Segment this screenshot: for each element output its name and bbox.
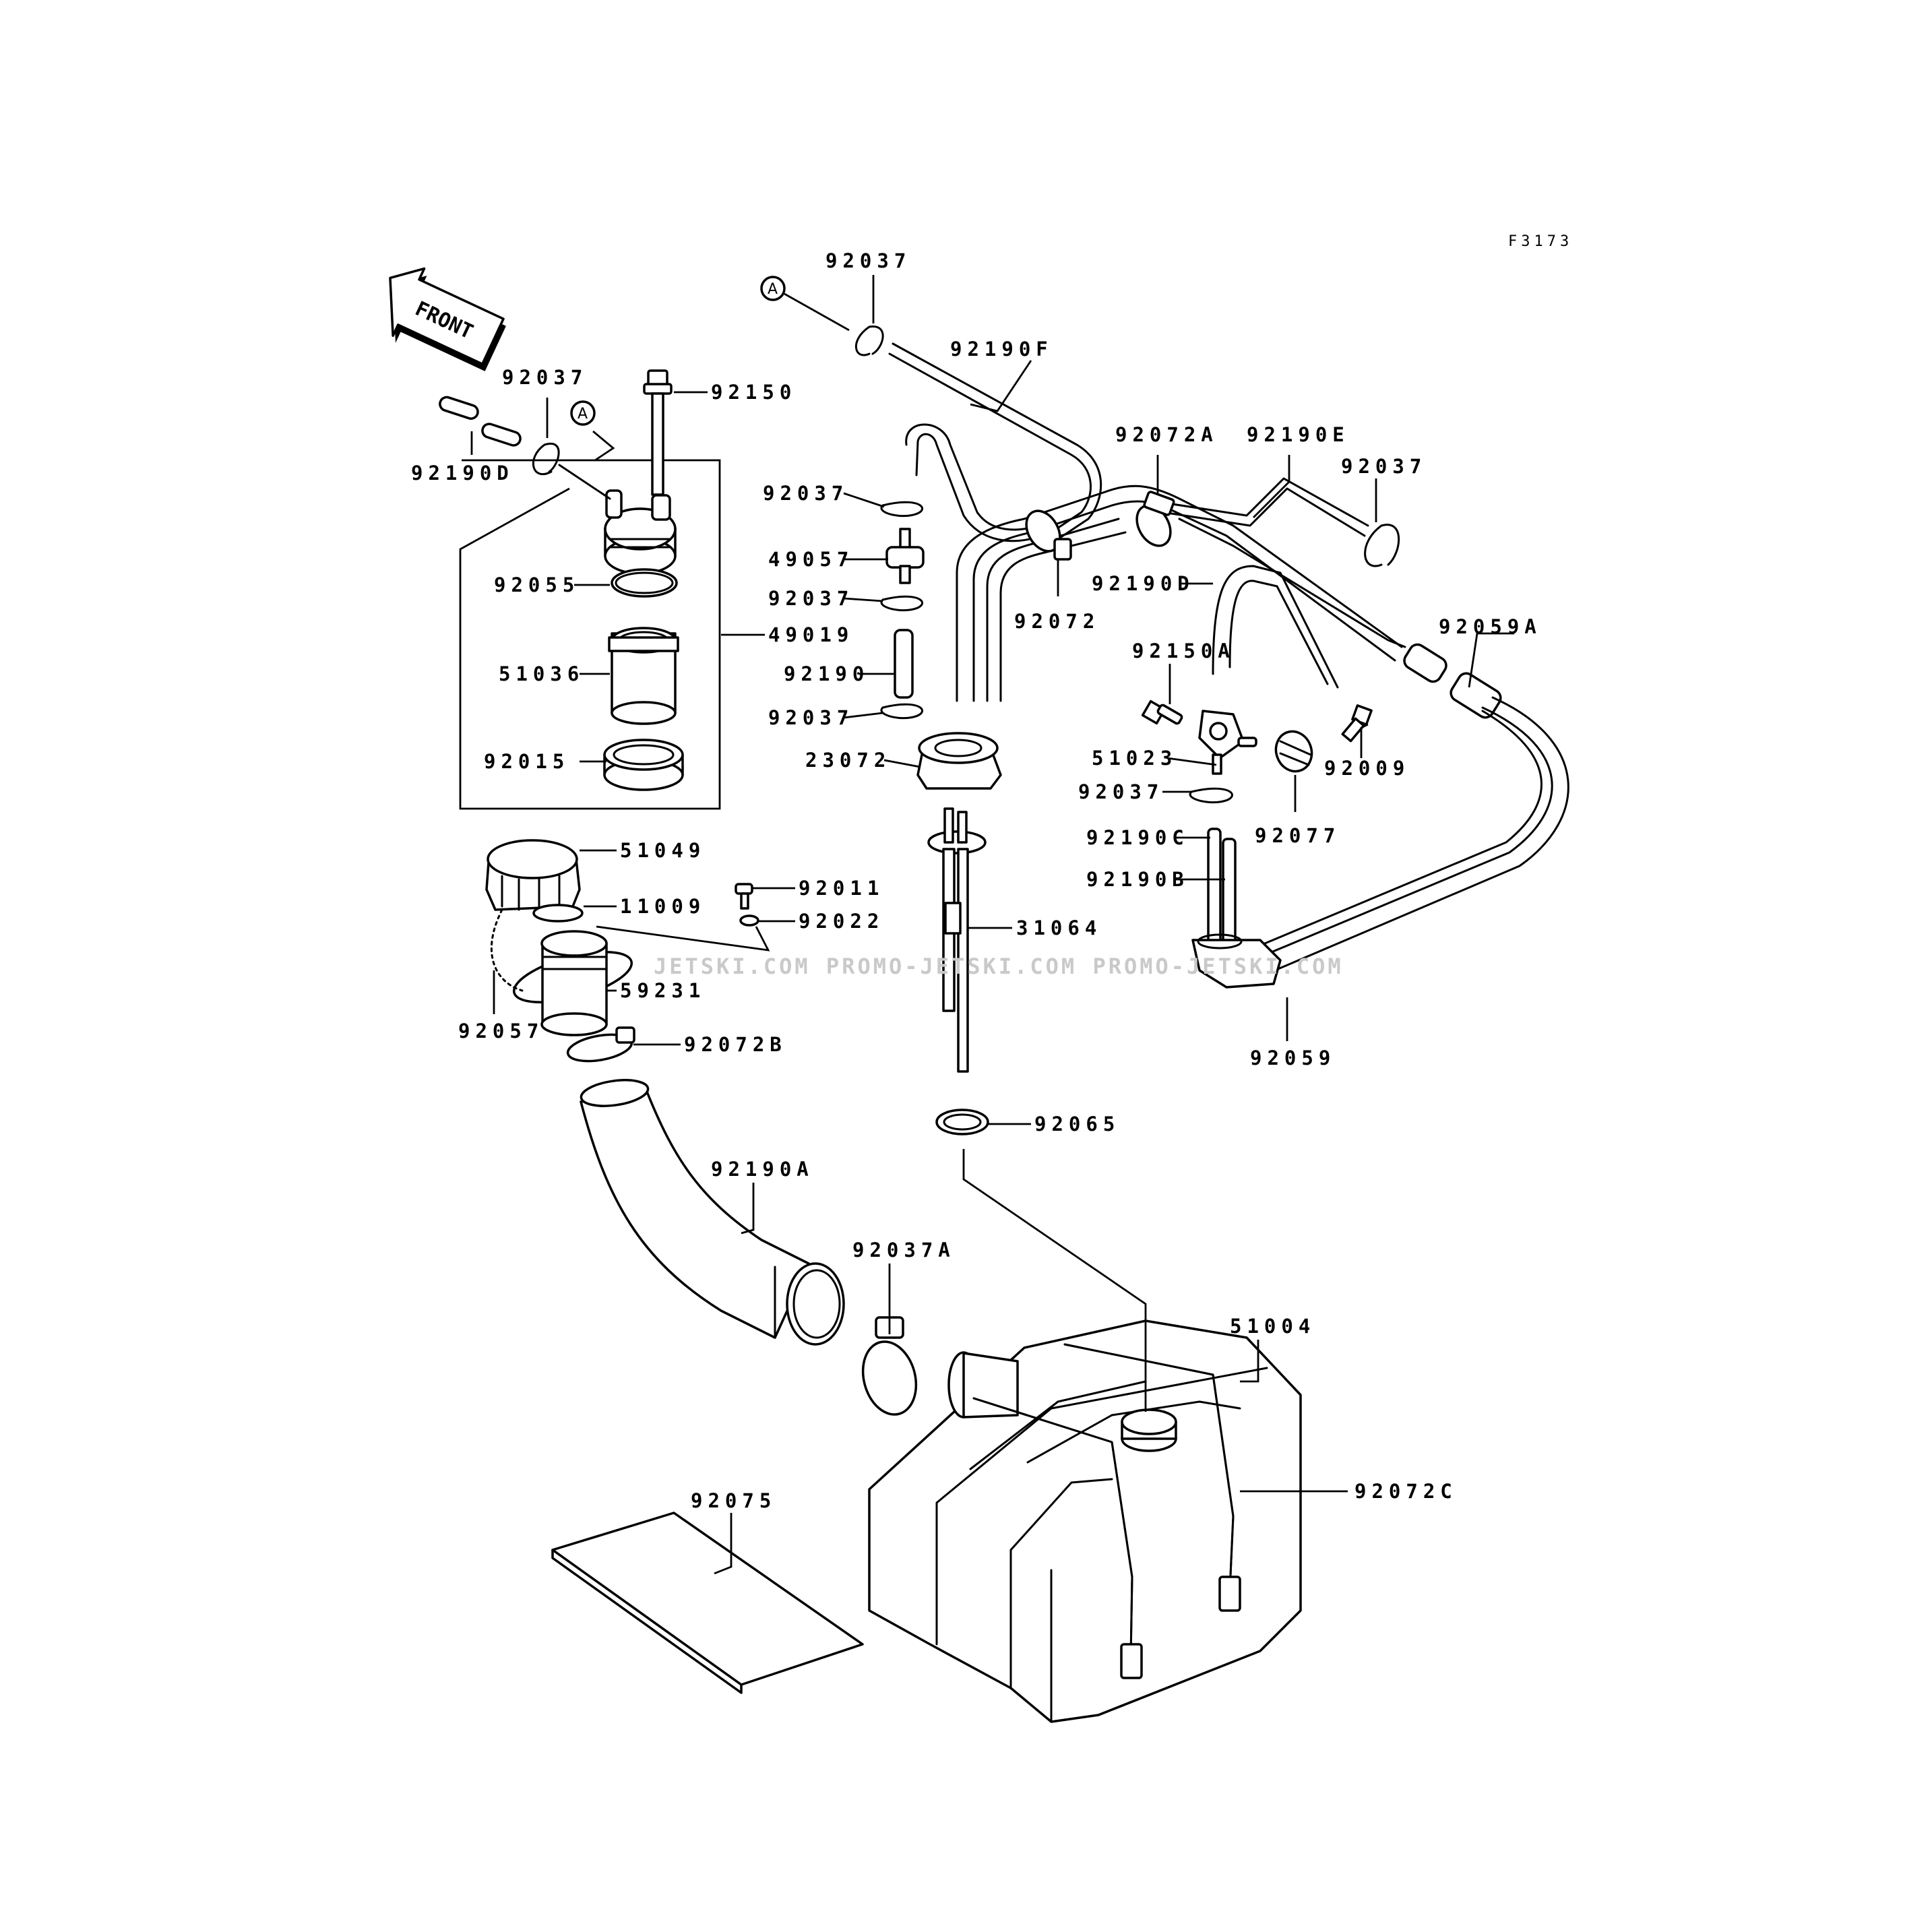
clamp-92037-mid [1189, 787, 1233, 804]
label-92150a: 92150A [1132, 640, 1235, 662]
leader-lines [470, 275, 1514, 1575]
label-92075: 92075 [691, 1489, 776, 1512]
bolt-92009 [1341, 704, 1373, 743]
label-92059a: 92059A [1439, 615, 1542, 638]
label-92065: 92065 [1034, 1113, 1120, 1135]
filler-cap-51049 [485, 839, 581, 911]
connector-92059a [1403, 643, 1502, 719]
filler-neck-59231 [512, 930, 633, 1036]
front-arrow-icon: FRONT [389, 267, 506, 371]
label-49019: 49019 [768, 623, 854, 646]
label-23072: 23072 [805, 749, 891, 772]
fuel-filter-assembly [459, 369, 721, 810]
label-31064: 31064 [1016, 916, 1102, 939]
clamp-92072b [566, 1026, 635, 1063]
label-51036: 51036 [499, 662, 584, 685]
clamp-92037-left [532, 442, 560, 476]
label-92037-left: 92037 [502, 366, 588, 389]
label-92190f: 92190F [950, 338, 1053, 361]
label-92037a: 92037A [852, 1239, 956, 1261]
label-92022: 92022 [799, 910, 884, 933]
label-92072: 92072 [1014, 610, 1100, 633]
clamp-92037-right [1364, 524, 1400, 567]
fuel-cock-51023 [1198, 710, 1257, 775]
reference-marker-a-top: A [760, 276, 850, 332]
bolt-92150 [643, 369, 673, 496]
label-92190d-right: 92190D [1092, 572, 1195, 595]
filter-element-51036 [608, 627, 679, 725]
label-92011: 92011 [799, 877, 884, 900]
label-92057: 92057 [458, 1020, 544, 1042]
bolt-92150a [1141, 699, 1183, 725]
label-92150: 92150 [711, 381, 797, 404]
label-92190a: 92190A [711, 1158, 814, 1181]
check-valve-49057 [885, 528, 925, 584]
ring-nut-92015 [603, 739, 684, 791]
label-92055: 92055 [494, 573, 580, 596]
label-92190: 92190 [784, 662, 869, 685]
breather-tubes [956, 477, 1406, 702]
screw-92011 [735, 883, 753, 910]
washer-92022 [739, 914, 759, 927]
elbow-92059 [1191, 933, 1282, 989]
label-51023: 51023 [1092, 747, 1177, 770]
svg-text:A: A [768, 281, 778, 298]
fuel-tank-51004 [868, 1319, 1302, 1723]
clamp-92072 [1025, 509, 1072, 561]
figure-code: F3173 [1508, 233, 1573, 250]
label-92037-b1: 92037 [763, 482, 848, 505]
label-92072a: 92072A [1115, 423, 1218, 446]
pad-92075 [551, 1512, 864, 1694]
label-92190e: 92190E [1247, 423, 1350, 446]
part-labels: 92037 92190F 92037 92150 92190D 92055 51… [411, 249, 1542, 1512]
label-92037-right: 92037 [1341, 455, 1427, 478]
clamp-92037-b3 [880, 703, 924, 720]
label-92072b: 92072B [684, 1033, 787, 1056]
label-51049: 51049 [620, 839, 706, 862]
nut-23072 [916, 732, 1002, 790]
fuel-pickup-31064 [927, 807, 987, 1073]
label-92077: 92077 [1255, 824, 1340, 847]
label-59231: 59231 [620, 979, 706, 1002]
clamp-92037-top [855, 325, 884, 356]
label-92009: 92009 [1324, 757, 1410, 780]
reference-marker-a-left: A [570, 400, 596, 426]
label-51004: 51004 [1230, 1315, 1315, 1338]
hose-92190f [888, 342, 1102, 542]
filter-92077 [1274, 730, 1313, 773]
hose-92190 [894, 629, 914, 699]
label-92037-b3: 92037 [768, 706, 854, 729]
label-11009: 11009 [620, 895, 706, 918]
clamp-92072a [1135, 491, 1175, 547]
clamp-92037-b2 [880, 595, 924, 612]
label-92190b: 92190B [1086, 868, 1189, 891]
watermark: JETSKI.COM PROMO-JETSKI.COM PROMO-JETSKI… [654, 954, 1344, 979]
label-92037-top: 92037 [825, 249, 911, 272]
label-92190d-left: 92190D [411, 462, 514, 485]
label-92059: 92059 [1250, 1047, 1336, 1069]
label-92037-b2: 92037 [768, 587, 854, 610]
pipes-92190c-92190b [1207, 828, 1237, 945]
o-ring-92055 [611, 568, 678, 598]
label-92072c: 92072C [1354, 1480, 1458, 1503]
hose-92190d-left [439, 396, 522, 447]
gasket-11009 [532, 904, 584, 923]
chain-92057 [490, 908, 524, 992]
svg-text:A: A [578, 406, 588, 423]
label-92015: 92015 [484, 750, 569, 773]
clamp-92037-b1 [880, 501, 924, 518]
hose-92190a [580, 1079, 845, 1346]
filter-cap [558, 464, 677, 575]
label-92190c: 92190C [1086, 826, 1189, 849]
hose-92059a-loop [1255, 696, 1569, 975]
label-92037-mid: 92037 [1078, 780, 1164, 803]
label-49057: 49057 [768, 548, 854, 571]
